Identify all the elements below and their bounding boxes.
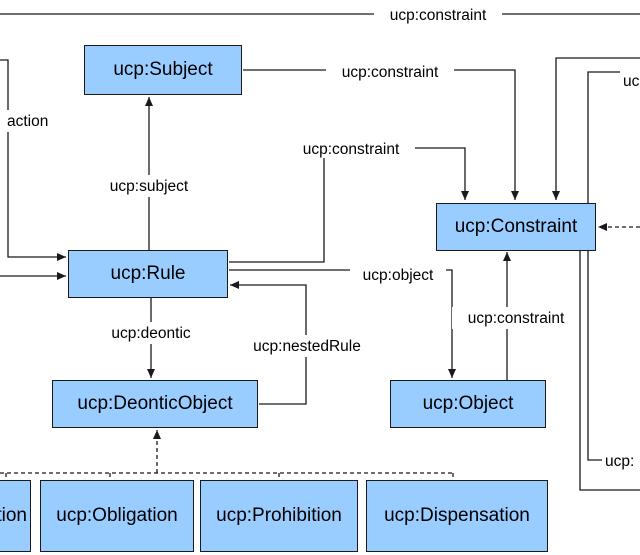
- node-object[interactable]: ucp:Object: [390, 380, 546, 428]
- edge-label-rule-constraint: ucp:constraint: [303, 141, 400, 158]
- node-prohibition[interactable]: ucp:Prohibition: [200, 480, 358, 552]
- edge-label-nested-rule: ucp:nestedRule: [253, 338, 361, 355]
- edge-label-subject: ucp:subject: [110, 178, 189, 195]
- node-subject[interactable]: ucp:Subject: [84, 45, 242, 95]
- node-obligation-partial[interactable]: tion: [0, 480, 31, 552]
- edge-label-action: action: [7, 113, 48, 130]
- edge-generalization: [0, 430, 454, 480]
- edge-subject-constraint: ucp:constraint: [243, 61, 519, 200]
- edge-top-constraint: ucp:constraint: [0, 4, 640, 24]
- edge-action: action: [0, 59, 66, 261]
- edge-label-object-constraint: ucp:constraint: [468, 310, 565, 327]
- edge-rule-constraint: ucp:constraint: [229, 138, 469, 263]
- node-rule[interactable]: ucp:Rule: [68, 250, 228, 298]
- edge-label-deontic: ucp:deontic: [111, 325, 191, 342]
- edge-subject: ucp:subject: [96, 97, 202, 250]
- edge-label-object: ucp:object: [363, 267, 434, 284]
- edge-object: ucp:object: [229, 263, 456, 378]
- edge-label-top-constraint: ucp:constraint: [390, 7, 487, 24]
- node-obligation[interactable]: ucp:Obligation: [40, 480, 194, 552]
- node-dispensation[interactable]: ucp:Dispensation: [366, 480, 548, 552]
- node-deontic-object[interactable]: ucp:DeonticObject: [52, 380, 258, 428]
- node-constraint[interactable]: ucp:Constraint: [436, 203, 596, 251]
- edge-object-constraint: ucp:constraint: [452, 252, 580, 380]
- edge-deontic: ucp:deontic: [98, 298, 204, 378]
- edge-label-right-bottom: ucp:: [605, 453, 634, 470]
- edge-label-right-top: uc: [623, 73, 640, 90]
- edge-label-subject-constraint: ucp:constraint: [342, 64, 439, 81]
- edge-nested-rule: ucp:nestedRule: [230, 281, 378, 405]
- edge-right-loops: uc ucp:: [552, 57, 640, 491]
